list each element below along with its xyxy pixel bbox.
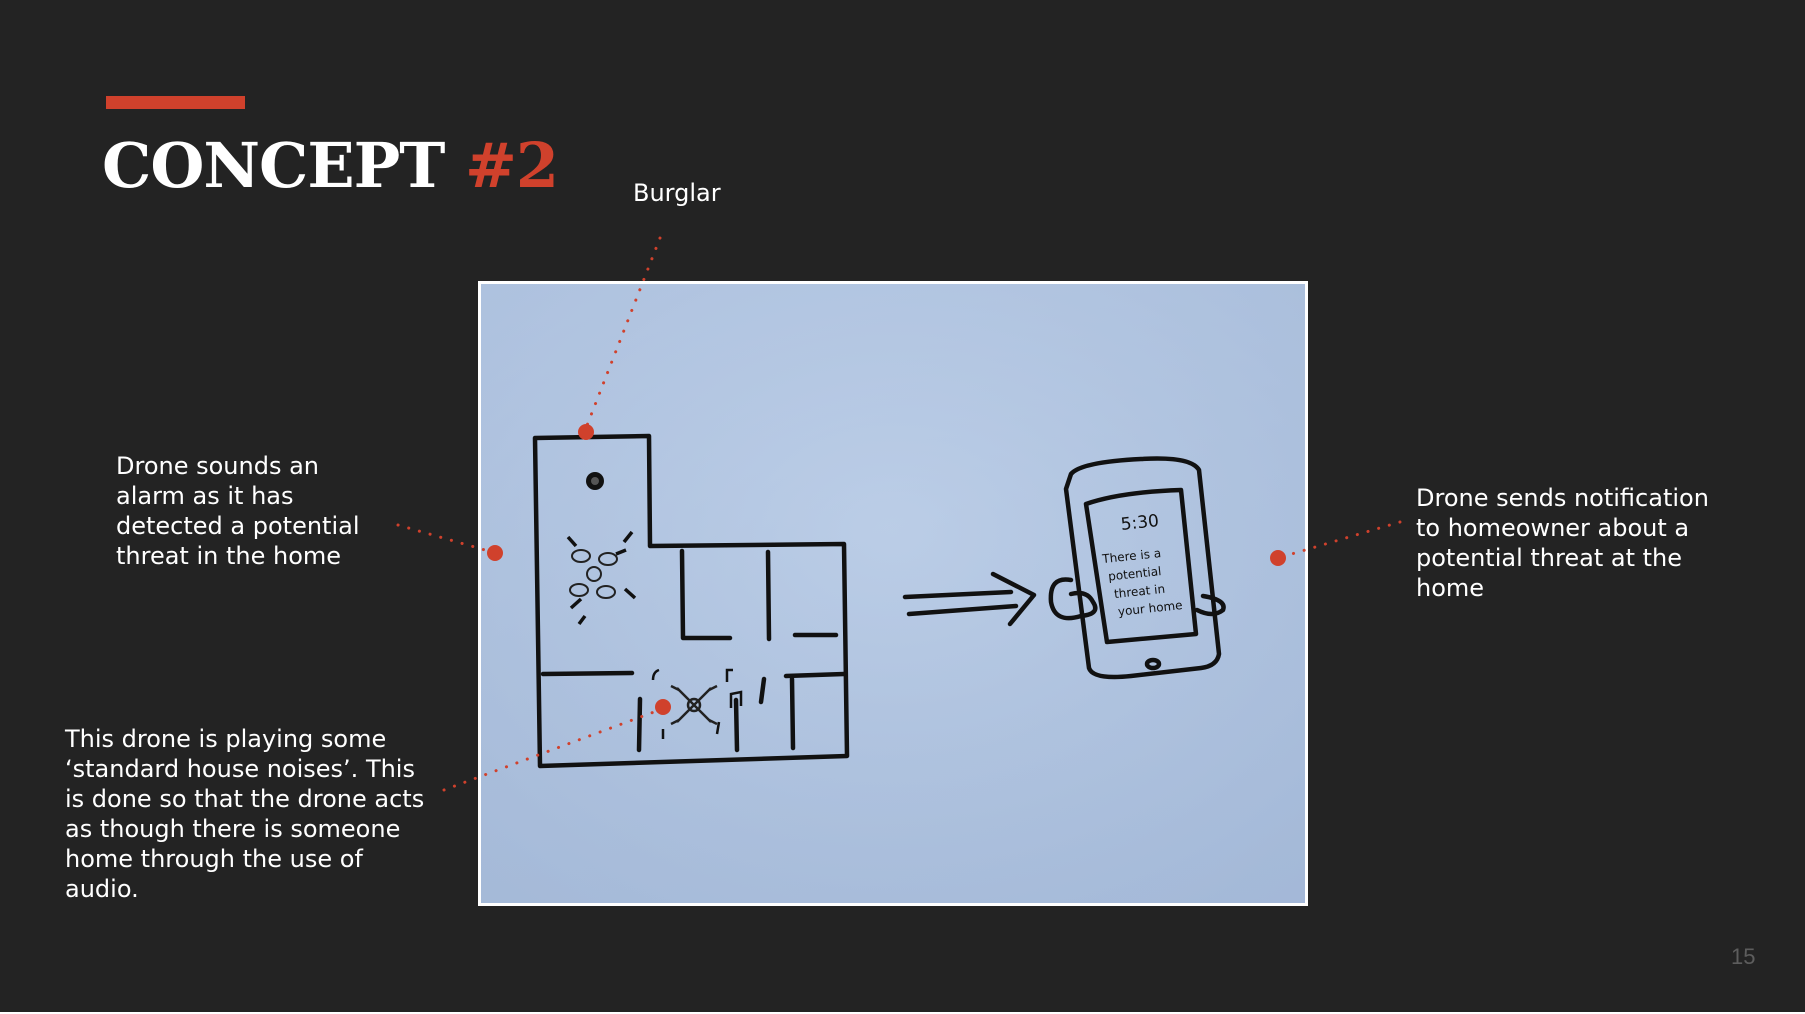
burglar-label: Burglar bbox=[633, 179, 721, 207]
phone-message-line-2: potential bbox=[1107, 564, 1162, 584]
sketch-photo: 5:30 There is a potential threat in your… bbox=[481, 284, 1305, 903]
title-accent-bar bbox=[106, 96, 245, 109]
phone-time: 5:30 bbox=[1120, 511, 1160, 535]
slide-title: CONCEPT #2 bbox=[102, 124, 559, 208]
notification-leader-line bbox=[1276, 520, 1402, 560]
noises-marker bbox=[655, 699, 671, 715]
phone-sketch bbox=[1048, 456, 1226, 680]
sketch-drawing: 5:30 There is a potential threat in your… bbox=[481, 284, 1305, 903]
title-accent: #2 bbox=[464, 129, 559, 202]
alarm-caption: Drone sounds an alarm as it has detected… bbox=[116, 452, 360, 570]
noise-drone-sketch bbox=[651, 668, 743, 739]
phone-message-line-4: your home bbox=[1117, 598, 1183, 619]
notification-marker bbox=[1270, 550, 1286, 566]
alarm-marker bbox=[487, 545, 503, 561]
alarm-drone-sketch bbox=[566, 530, 637, 626]
phone-message-line-3: threat in bbox=[1113, 582, 1165, 601]
phone-message-line-1: There is a bbox=[1101, 546, 1162, 566]
alarm-leader-line bbox=[396, 523, 494, 554]
floor-plan-sketch bbox=[532, 433, 850, 769]
burglar-marker bbox=[578, 424, 594, 440]
noises-caption: This drone is playing some ‘standard hou… bbox=[65, 725, 425, 903]
noises-leader-line bbox=[442, 707, 664, 792]
notification-caption: Drone sends notification to homeowner ab… bbox=[1416, 484, 1709, 602]
burglar-leader-line bbox=[584, 236, 662, 430]
arrow-sketch bbox=[902, 571, 1037, 627]
page-number: 15 bbox=[1731, 944, 1756, 969]
sketch-photo-frame: 5:30 There is a potential threat in your… bbox=[478, 281, 1308, 906]
title-main: CONCEPT bbox=[102, 129, 445, 202]
phone-screen-text: 5:30 There is a potential threat in your… bbox=[1101, 511, 1184, 619]
